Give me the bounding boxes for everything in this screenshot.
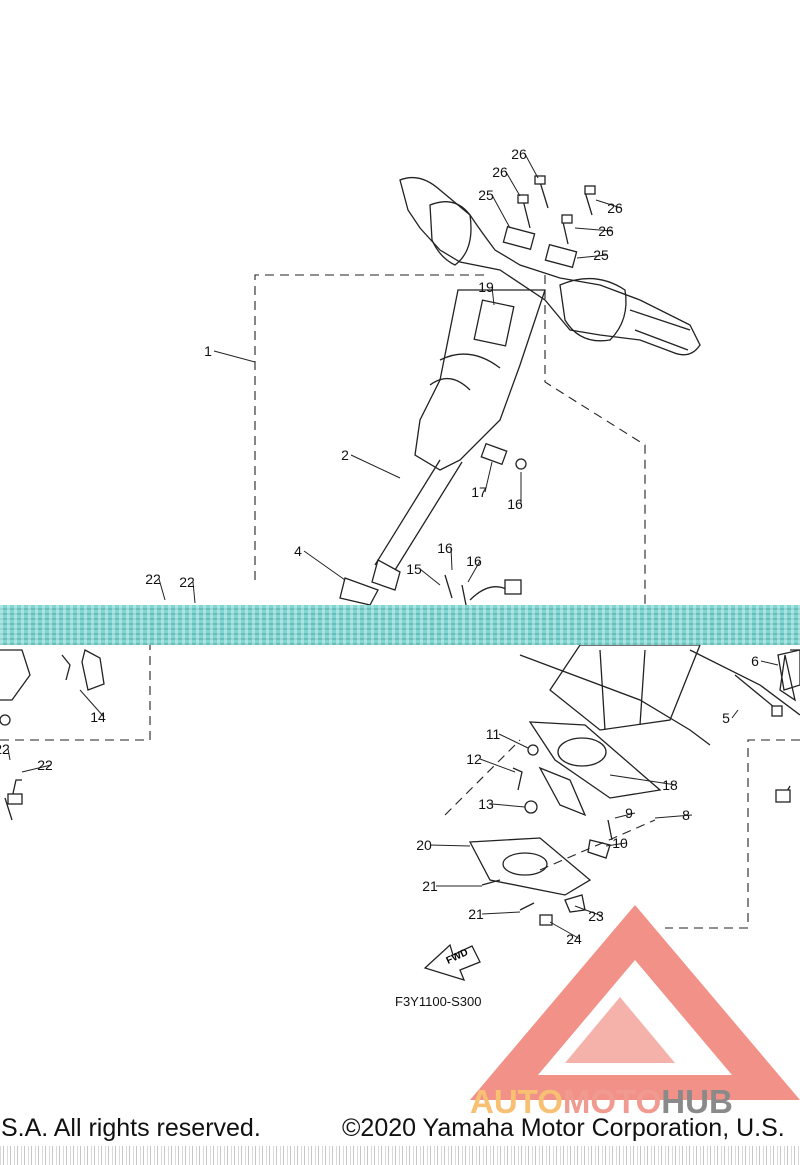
bolt-24 (539, 914, 553, 926)
logo-word-moto: MOTO (562, 1083, 662, 1120)
callout-leader-line (479, 758, 516, 773)
callout-leader-line (158, 578, 166, 601)
small-hardware (512, 744, 539, 814)
callout-leader-line (609, 774, 677, 786)
gasket-18 (528, 721, 662, 799)
assembly-outline-right (665, 739, 800, 929)
part-callout-19: 19 (478, 279, 494, 295)
callout-leader-line (574, 905, 603, 917)
automotohub-logo (470, 905, 800, 1100)
callout-leader-line (498, 733, 529, 749)
callout-leader-line (7, 748, 11, 761)
callout-leader-line (524, 153, 539, 179)
part-callout-26: 26 (511, 146, 527, 162)
callout-leader-line (213, 350, 256, 363)
part-callout-12: 12 (466, 751, 482, 767)
part-callout-10: 10 (612, 835, 628, 851)
callout-leader-line (429, 844, 471, 847)
part-callout-24: 24 (566, 931, 582, 947)
steering-column (339, 289, 546, 606)
callout-leader-line (505, 171, 521, 197)
part-callout-2: 2 (341, 447, 349, 463)
part-callout-16: 16 (437, 540, 453, 556)
right-bolt (775, 785, 791, 803)
part-callout-16: 16 (466, 553, 482, 569)
assembly-outline-8 (444, 739, 656, 871)
part-callout-9: 9 (625, 805, 633, 821)
part-callout-25: 25 (478, 187, 494, 203)
logo-word-auto: AUTO (470, 1083, 563, 1120)
part-callout-26: 26 (598, 223, 614, 239)
scan-artifact-band (0, 605, 800, 645)
part-callout-13: 13 (478, 796, 494, 812)
logo-word-hub: HUB (661, 1083, 733, 1120)
assembly-outline-1 (254, 274, 646, 605)
callout-leader-line (484, 461, 493, 493)
part-callout-15: 15 (406, 561, 422, 577)
pins-21 (481, 879, 535, 911)
linkage-bracket-8 (538, 766, 613, 859)
part-callout-4: 4 (294, 543, 302, 559)
switch-bracket (444, 574, 522, 606)
callout-leader-line (192, 581, 196, 604)
lower-left-switch (0, 649, 105, 821)
part-callout-22: 22 (0, 741, 10, 757)
bracket-6 (777, 649, 800, 691)
callout-leader-line (731, 709, 739, 719)
figure-reference-code: F3Y1100-S300 (395, 994, 482, 1009)
part-callout-18: 18 (662, 777, 678, 793)
fwd-arrow-icon: FWD (423, 943, 481, 982)
tie-rod-5 (734, 674, 783, 717)
part-callout-8: 8 (682, 807, 690, 823)
part-callout-23: 23 (588, 908, 604, 924)
callout-leader-line (614, 812, 636, 819)
part-callout-11: 11 (486, 726, 501, 742)
callout-leader-line (350, 454, 401, 479)
steering-housing (519, 644, 800, 746)
callout-leader-line (419, 568, 441, 586)
copyright-left: .S.A. All rights reserved. (0, 1114, 261, 1142)
callout-leader-line (303, 550, 346, 581)
callout-leader-line (467, 560, 481, 583)
callout-leader-line (595, 199, 622, 209)
callout-leader-line (549, 921, 581, 940)
part-callout-25: 25 (593, 247, 609, 263)
callout-leader-line (450, 547, 453, 571)
wire-clip (480, 442, 527, 470)
part-callout-20: 20 (416, 837, 432, 853)
part-callout-6: 6 (751, 653, 759, 669)
part-callout-1: 1 (204, 343, 212, 359)
part-callout-17: 17 (471, 484, 487, 500)
part-callout-22: 22 (37, 757, 53, 773)
part-callout-21: 21 (468, 906, 484, 922)
part-callout-22: 22 (145, 571, 161, 587)
handlebar (399, 176, 701, 356)
assembly-outline-14 (0, 645, 151, 741)
part-callout-21: 21 (422, 878, 438, 894)
callout-leader-line (760, 660, 779, 666)
part-callout-16: 16 (507, 496, 523, 512)
clamp-bolts (517, 175, 596, 245)
part-callout-22: 22 (179, 574, 195, 590)
part-callout-26: 26 (607, 200, 623, 216)
callout-leader-line (79, 689, 105, 718)
scan-noise-strip (0, 1146, 800, 1165)
handlebar-clamps (502, 225, 578, 269)
callout-leader-line (481, 911, 521, 915)
part-callout-5: 5 (722, 710, 730, 726)
callout-leader-line (491, 286, 495, 306)
callout-leader-line (21, 764, 52, 773)
callout-leader-line (654, 814, 693, 819)
callout-leader-line (605, 842, 627, 847)
callout-leader-line (491, 194, 511, 229)
automotohub-wordmark: AUTOMOTOHUB (470, 1083, 733, 1121)
part-callout-26: 26 (492, 164, 508, 180)
callout-leader-line (574, 227, 613, 232)
part-callout-14: 14 (90, 709, 106, 725)
callout-leader-line (576, 254, 608, 259)
base-plate-20 (468, 837, 592, 896)
callout-leader-line (491, 803, 526, 808)
copyright-right: ©2020 Yamaha Motor Corporation, U.S. (342, 1114, 785, 1142)
